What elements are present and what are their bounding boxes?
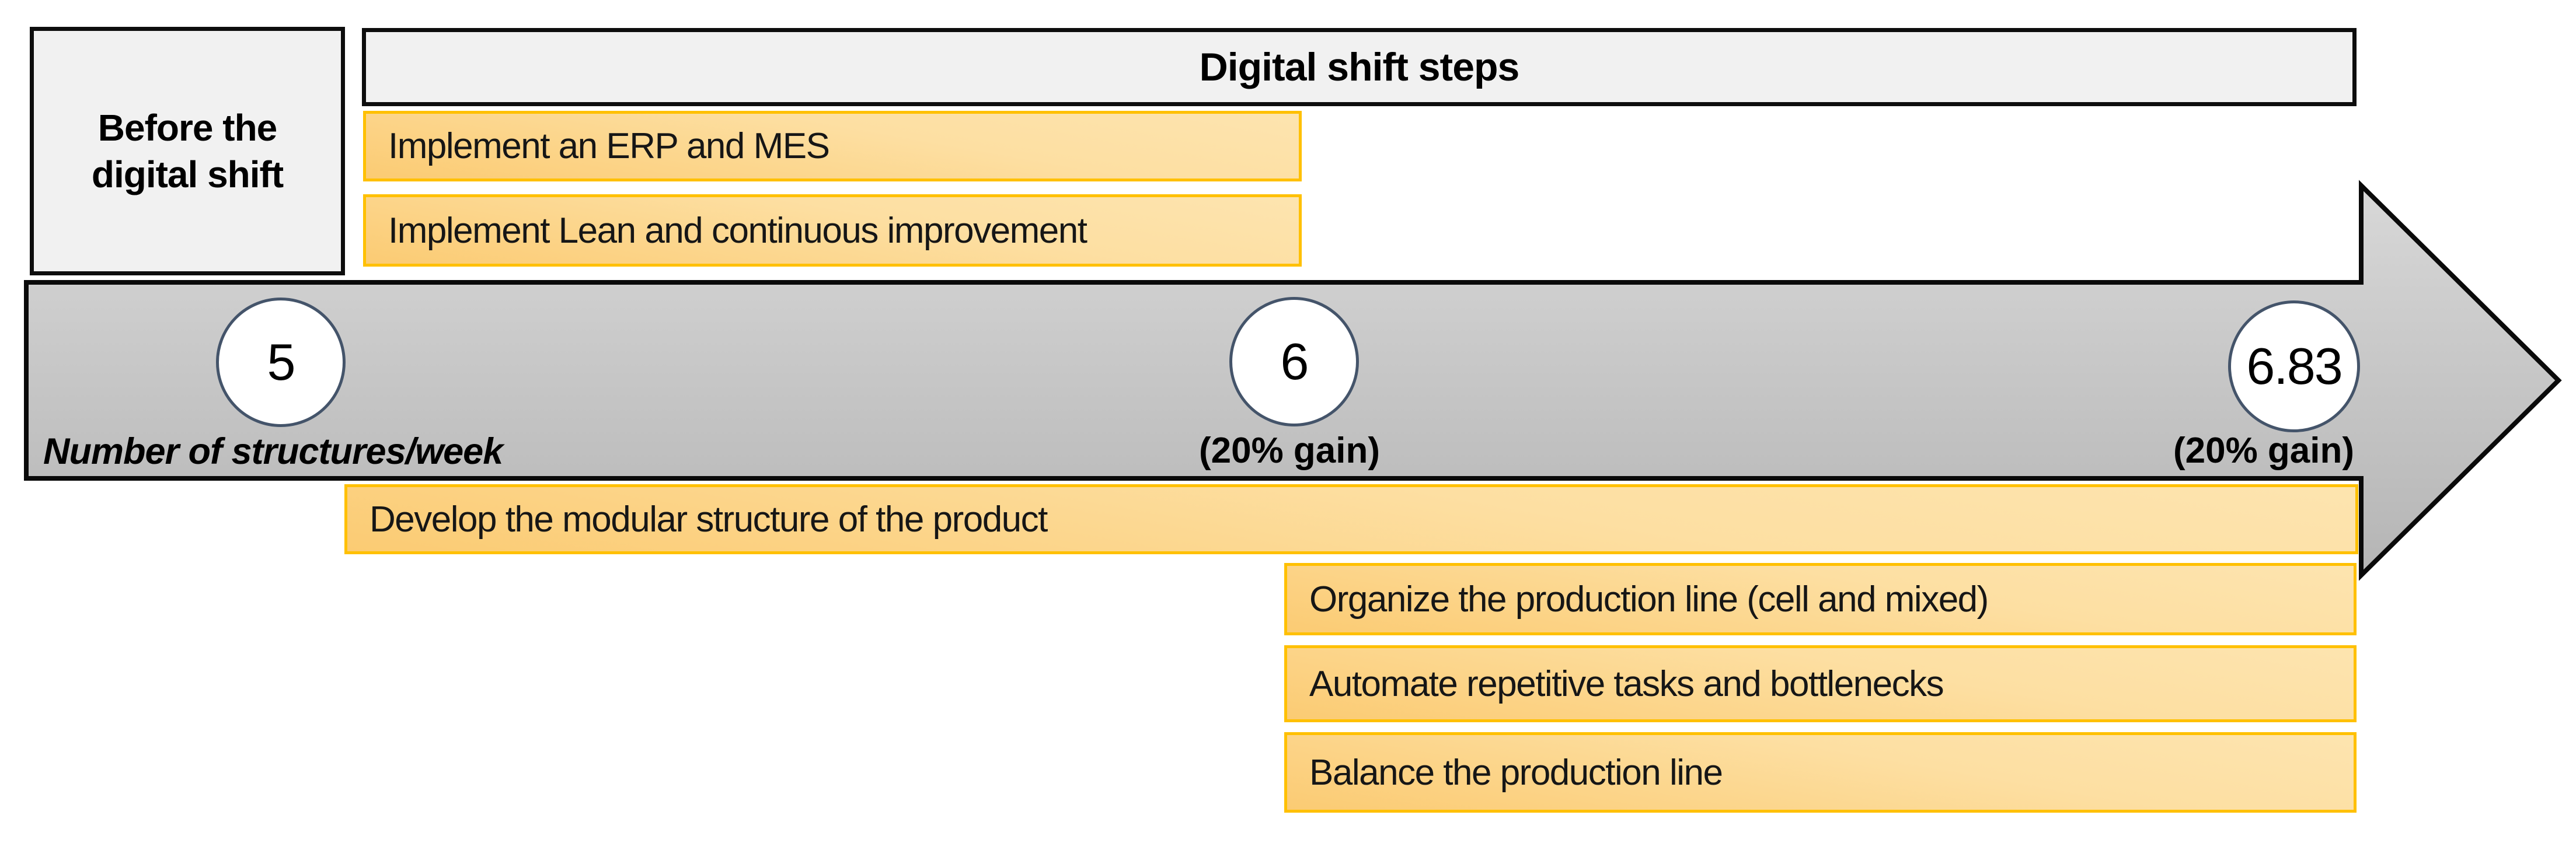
step-organize-production-line: Organize the production line (cell and m… (1284, 563, 2357, 635)
axis-label-text: Number of structures/week (43, 431, 503, 472)
gain-text: (20% gain) (1198, 431, 1381, 471)
step-label: Implement Lean and continuous improvemen… (388, 210, 1087, 251)
milestone-value: 6 (1280, 333, 1309, 390)
before-box-line1: Before the (97, 107, 277, 149)
step-develop-modular-structure: Develop the modular structure of the pro… (344, 484, 2358, 554)
header-title: Digital shift steps (1199, 45, 1520, 89)
before-box: Before the digital shift (30, 27, 345, 275)
digital-shift-steps-header: Digital shift steps (362, 28, 2357, 106)
gain-text: (20% gain) (2173, 431, 2355, 471)
milestone-circle-6: 6 (1229, 297, 1359, 426)
milestone-gain-label-6-83: (20% gain) (2059, 432, 2468, 470)
milestone-value: 6.83 (2246, 337, 2343, 395)
step-label: Balance the production line (1309, 752, 1723, 793)
step-label: Organize the production line (cell and m… (1309, 579, 1989, 620)
step-balance-production-line: Balance the production line (1284, 732, 2357, 813)
step-implement-erp-mes: Implement an ERP and MES (363, 111, 1302, 181)
step-label: Automate repetitive tasks and bottleneck… (1309, 663, 1944, 704)
step-label: Develop the modular structure of the pro… (370, 499, 1048, 540)
step-label: Implement an ERP and MES (388, 126, 830, 166)
milestone-gain-label-6: (20% gain) (1085, 432, 1494, 470)
axis-label: Number of structures/week (43, 432, 503, 471)
milestone-circle-6-83: 6.83 (2228, 300, 2360, 432)
step-implement-lean: Implement Lean and continuous improvemen… (363, 194, 1302, 267)
milestone-value: 5 (267, 333, 296, 391)
step-automate-tasks: Automate repetitive tasks and bottleneck… (1284, 645, 2357, 722)
milestone-circle-5: 5 (216, 298, 346, 427)
before-box-line2: digital shift (91, 153, 284, 195)
